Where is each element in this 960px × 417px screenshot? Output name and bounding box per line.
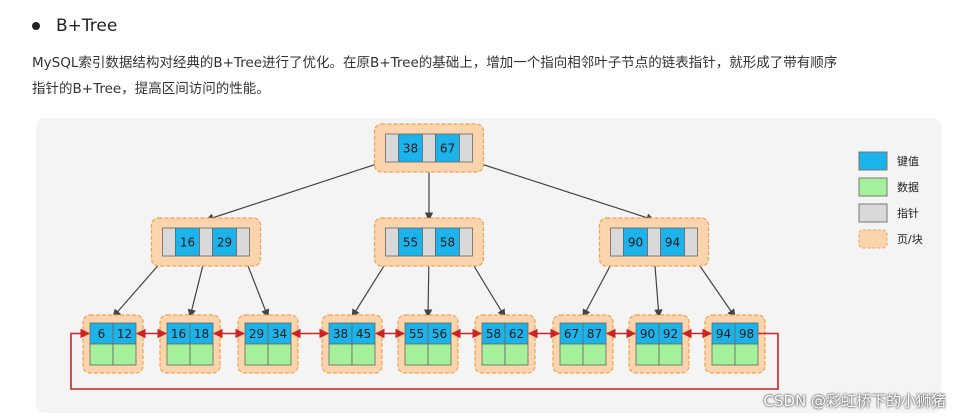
circular-link-arrow [70,328,779,390]
legend-swatch [858,151,888,171]
data-cell [166,343,191,366]
key-value: 67 [440,142,455,156]
key-value: 94 [665,236,680,250]
data-cell [189,343,214,366]
pointer-cell [422,133,436,163]
key-value: 16 [180,236,195,250]
key-cell [435,133,460,163]
pointer-cell [647,227,661,257]
pointer-cell [684,227,698,257]
tree-edge [465,158,655,222]
leaf-node-6: 58 62 [474,314,536,374]
leaf-links [70,328,779,390]
leaf-node-5: 55 56 [397,314,459,374]
legend-label: 页/块 [897,233,923,246]
pointer-cell [422,227,436,257]
legend-label: 键值 [897,154,919,168]
pointer-cell [385,227,399,257]
key-value: 90 [628,236,643,250]
data-cell [559,343,584,366]
key-value: 58 [486,327,501,341]
data-cell [658,343,683,366]
legend-label: 指针 [897,206,919,220]
pointer-cell [459,133,473,163]
data-cell [89,343,114,366]
key-value: 34 [272,327,287,341]
key-value: 38 [403,142,418,156]
key-value: 18 [194,327,209,341]
key-value: 92 [663,327,678,341]
section-heading: B+Tree [32,12,117,40]
data-cell [711,343,736,366]
tree-edge [205,158,393,222]
root-node: 38 67 [373,123,485,173]
data-cell [112,343,137,366]
paragraph-line-2: 指针的B+Tree，提高区间访问的性能。 [32,81,270,97]
pointer-cell [162,227,176,257]
key-cell [398,227,423,257]
data-cell [244,343,269,366]
data-cell [635,343,660,366]
key-value: 45 [356,327,371,341]
paragraph-line-1: MySQL索引数据结构对经典的B+Tree进行了优化。在原B+Tree的基础上，… [32,55,838,71]
watermark: CSDN @彩虹桥下的小狮猪 [763,392,946,410]
key-value: 55 [409,327,424,341]
key-value: 67 [564,327,579,341]
data-cell [267,343,292,366]
data-cell [504,343,529,366]
internal-node-3: 90 94 [598,217,710,267]
data-cell [328,343,353,366]
key-value: 29 [217,236,232,250]
leaf-node-1: 6 12 [82,314,144,374]
leaf-node-8: 90 92 [628,314,690,374]
pointer-cell [610,227,624,257]
pointer-cell [236,227,250,257]
pointer-cell [459,227,473,257]
key-value: 56 [432,327,447,341]
key-value: 16 [171,327,186,341]
heading-title: B+Tree [56,16,118,36]
key-value: 94 [716,327,731,341]
data-cell [582,343,607,366]
key-value: 29 [249,327,264,341]
internal-node-2: 55 58 [373,217,485,267]
key-cell [623,227,648,257]
data-cell [404,343,429,366]
leaf-node-7: 67 87 [552,314,614,374]
key-value: 90 [640,327,655,341]
legend-label: 数据 [897,180,919,194]
legend-swatch [858,229,888,249]
key-value: 87 [587,327,602,341]
description-paragraph: MySQL索引数据结构对经典的B+Tree进行了优化。在原B+Tree的基础上，… [32,50,912,102]
key-cell [398,133,423,163]
legend-swatch [858,203,888,223]
data-cell [427,343,452,366]
key-value: 62 [509,327,524,341]
key-value: 55 [403,236,418,250]
legend-swatch [858,177,888,197]
leaf-node-9: 94 98 [704,314,766,374]
key-value: 98 [739,327,754,341]
leaf-node-4: 38 45 [321,314,383,374]
data-cell [351,343,376,366]
key-value: 38 [333,327,348,341]
key-value: 58 [440,236,455,250]
bullet-icon [32,22,40,30]
key-value: 12 [117,327,132,341]
key-value: 6 [98,327,106,341]
pointer-cell [199,227,213,257]
data-cell [481,343,506,366]
pointer-cell [385,133,399,163]
data-cell [734,343,759,366]
leaf-node-3: 29 34 [237,314,299,374]
